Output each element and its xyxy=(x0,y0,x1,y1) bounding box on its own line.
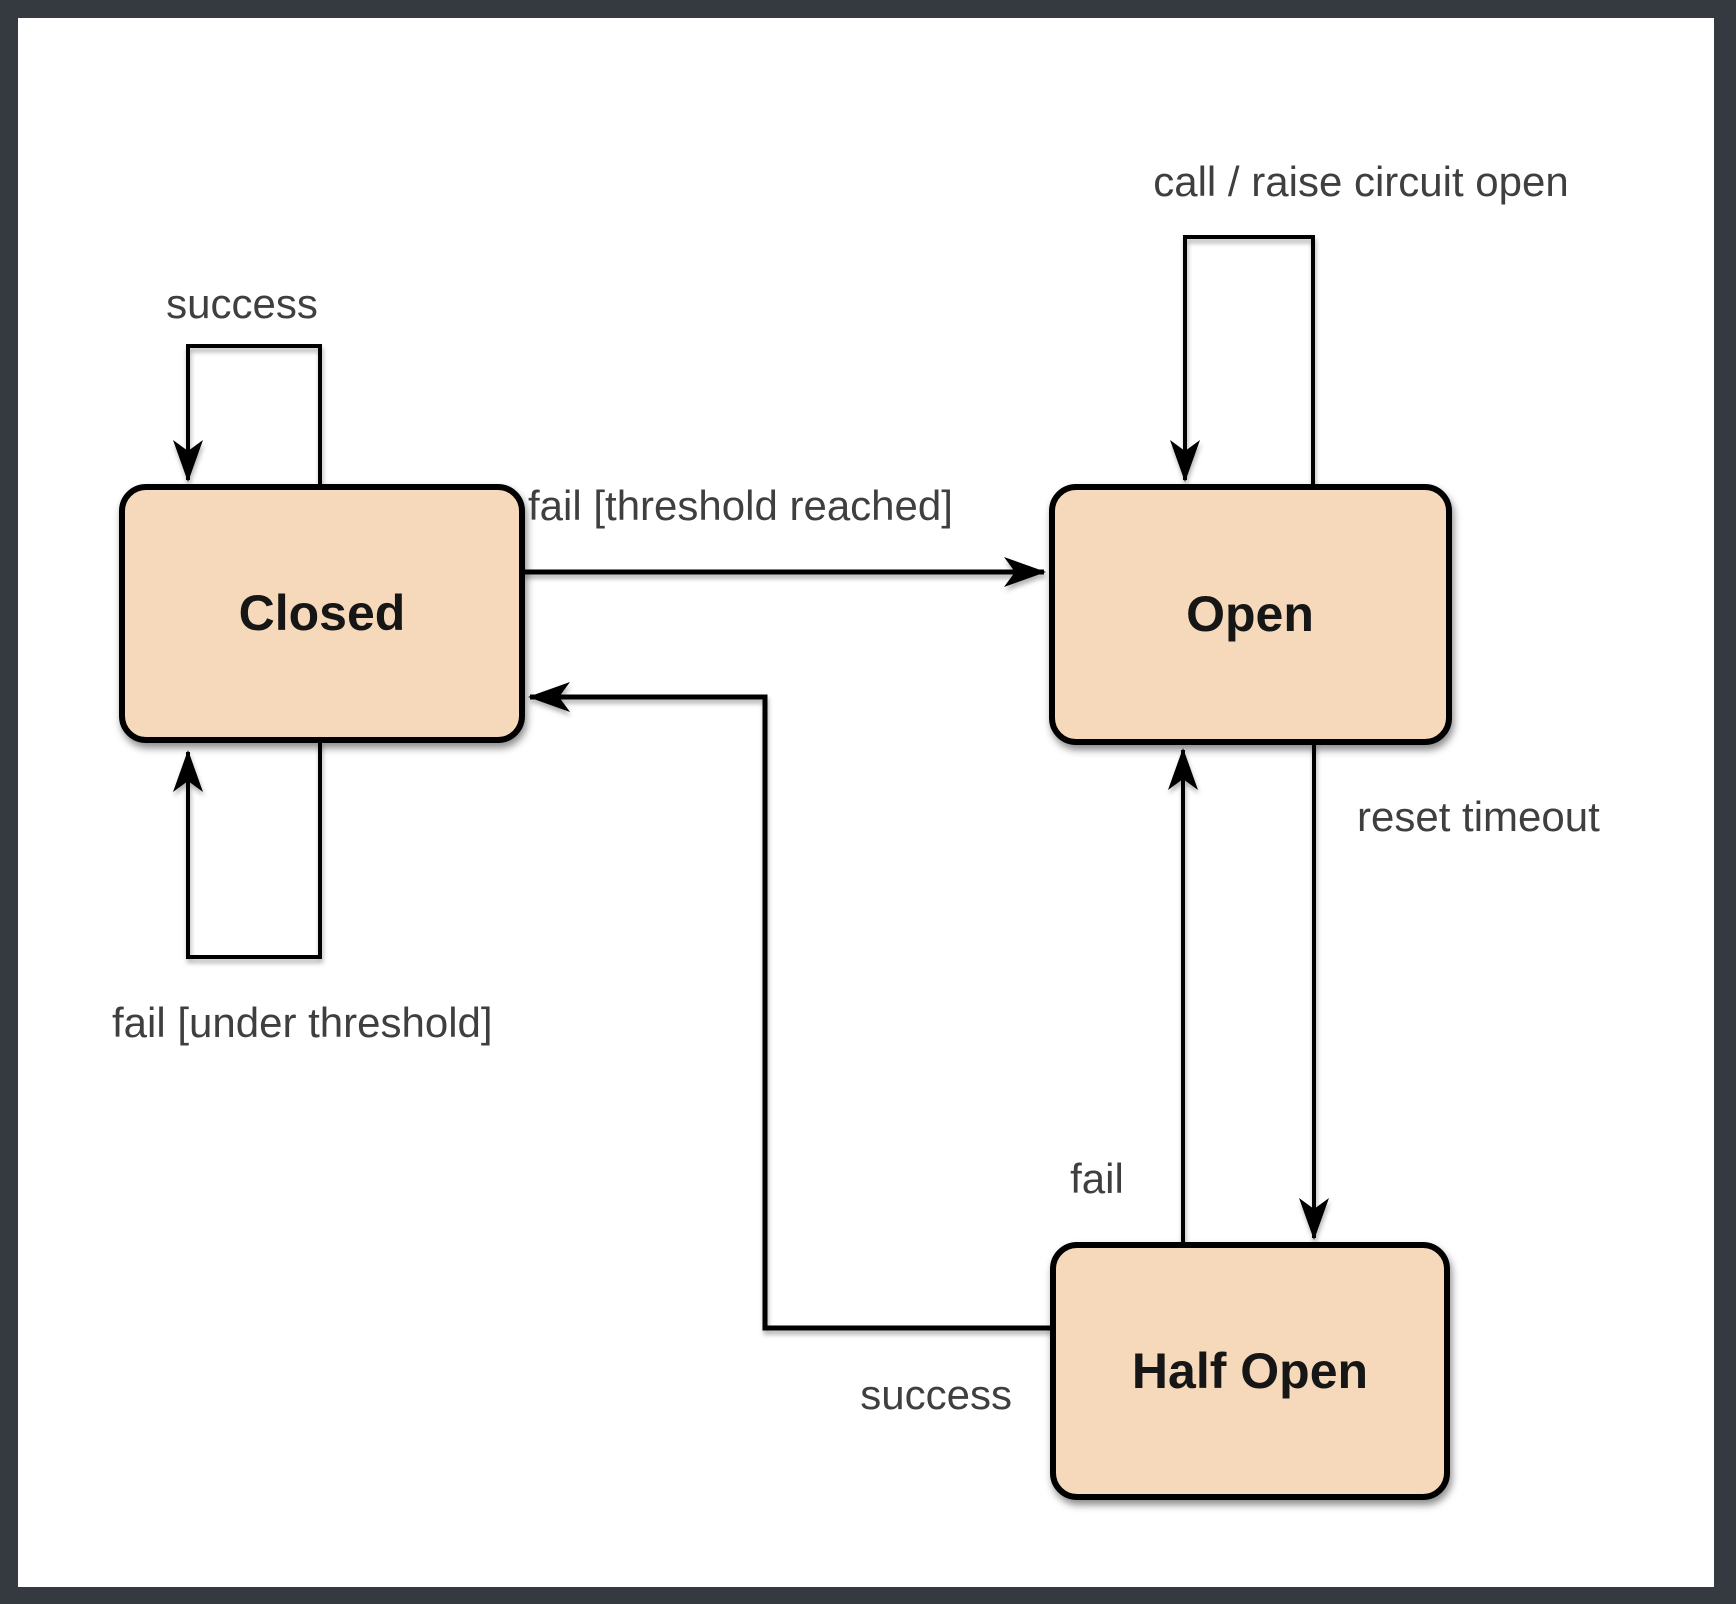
label-success-top: success xyxy=(166,280,318,327)
state-half-open-box xyxy=(1050,1242,1450,1500)
label-reset-timeout: reset timeout xyxy=(1357,793,1600,840)
state-open-label: Open xyxy=(1186,586,1314,642)
state-closed-label: Closed xyxy=(239,585,406,641)
transition-open-self-call xyxy=(1170,235,1315,487)
transition-closed-self-fail xyxy=(173,741,322,959)
label-success-bottom: success xyxy=(860,1371,1012,1418)
label-fail-under-threshold: fail [under threshold] xyxy=(112,999,493,1046)
state-closed-box xyxy=(119,484,525,743)
label-fail: fail xyxy=(1070,1155,1124,1202)
state-open: Open xyxy=(1049,484,1452,745)
label-call-raise-circuit-open: call / raise circuit open xyxy=(1153,158,1569,205)
state-half-open-label: Half Open xyxy=(1132,1343,1368,1399)
transition-half-open-to-closed xyxy=(528,682,1053,1331)
transition-closed-self-success xyxy=(173,344,322,487)
state-closed: Closed xyxy=(119,484,525,743)
label-fail-threshold-reached: fail [threshold reached] xyxy=(528,482,953,529)
state-half-open: Half Open xyxy=(1050,1242,1450,1500)
state-open-box xyxy=(1049,484,1452,745)
